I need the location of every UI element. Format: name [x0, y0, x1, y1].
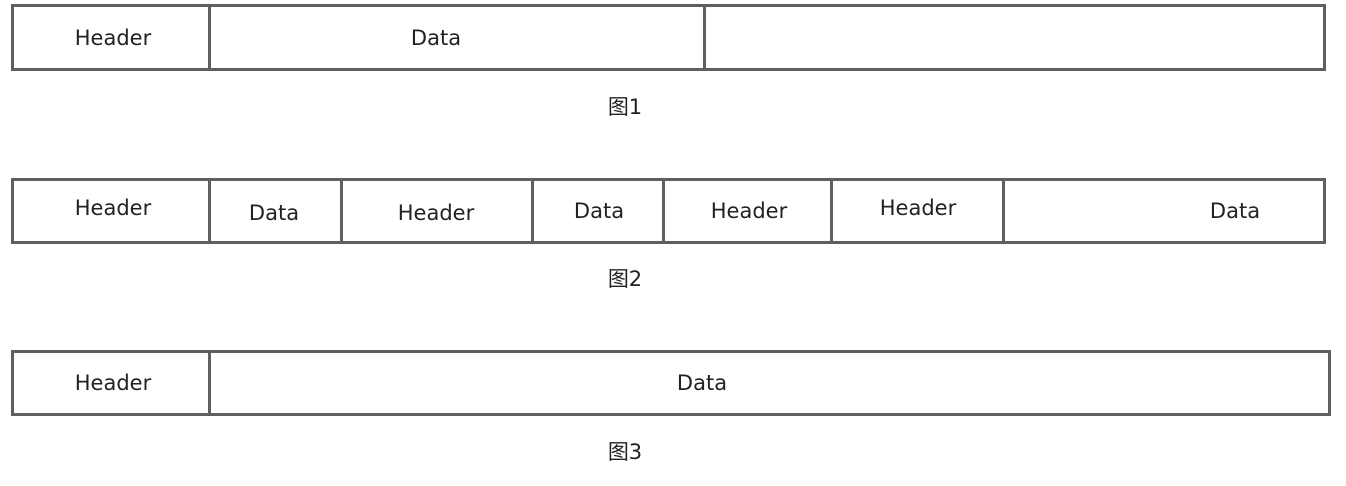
cell-text: Header — [74, 196, 152, 220]
header-cell: Header — [14, 353, 211, 413]
figure-3-caption: 图3 — [607, 440, 643, 464]
cell-text: Data — [1209, 199, 1261, 223]
cell-text: Header — [879, 196, 957, 220]
cell-text: Header — [74, 25, 152, 50]
data-cell: Data — [531, 181, 665, 241]
cell-text: Data — [248, 201, 300, 225]
cell-text: Data — [410, 25, 462, 50]
figure-3-table: Header Data — [11, 350, 1331, 416]
figure-1-caption: 图1 — [607, 95, 643, 119]
figure-1-table: Header Data — [11, 4, 1326, 71]
header-cell: Header — [14, 181, 211, 241]
empty-cell — [703, 7, 1323, 68]
cell-text: Data — [676, 371, 728, 395]
data-cell: Data — [208, 7, 706, 68]
data-cell: Data — [208, 181, 343, 241]
data-cell: Data — [208, 353, 1328, 413]
cell-text: Header — [710, 199, 788, 223]
figure-2-table: Header Data Header Data Header Header Da… — [11, 178, 1326, 244]
figure-2-caption: 图2 — [607, 267, 643, 291]
data-cell: Data — [1002, 181, 1323, 241]
cell-text: Data — [573, 199, 625, 223]
header-cell: Header — [830, 181, 1005, 241]
header-cell: Header — [14, 7, 211, 68]
header-cell: Header — [662, 181, 833, 241]
cell-text: Header — [74, 371, 152, 395]
header-cell: Header — [340, 181, 534, 241]
cell-text: Header — [397, 201, 475, 225]
